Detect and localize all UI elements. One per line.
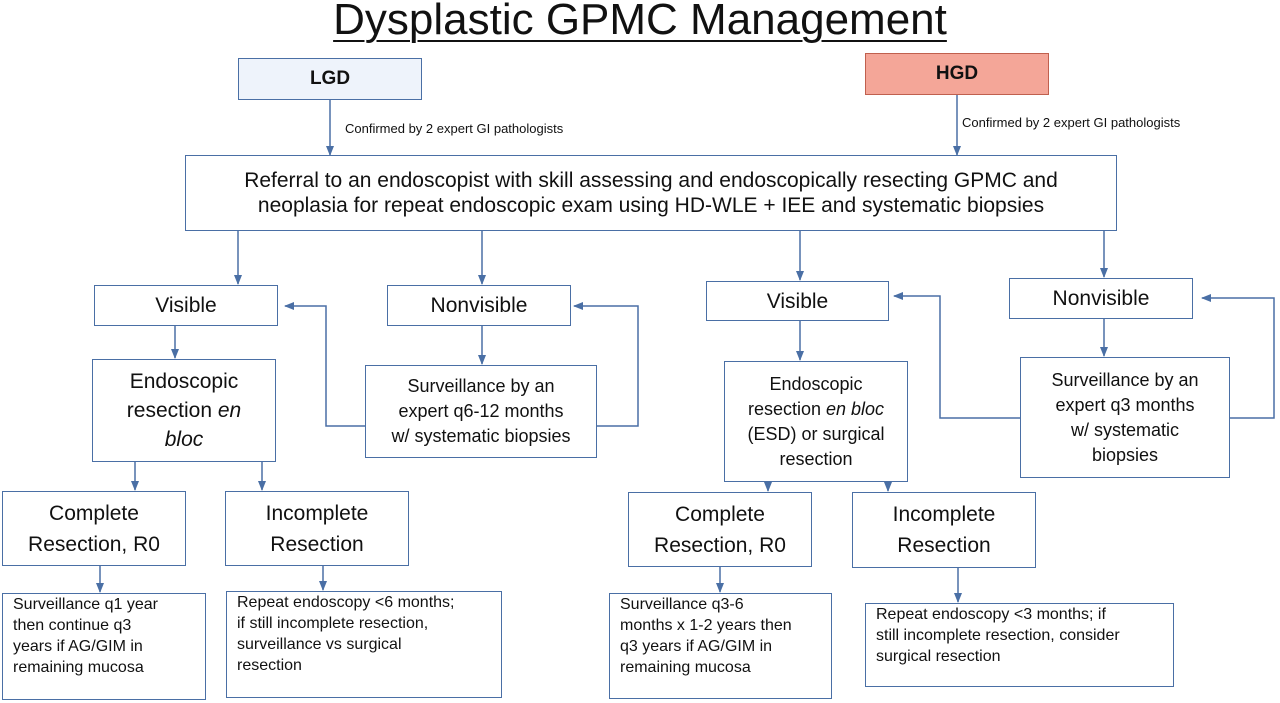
hgd-surveillance-box: Surveillance by an expert q3 months w/ s… <box>1020 357 1230 478</box>
lgd-nonvisible-box: Nonvisible <box>387 285 571 326</box>
hgd-incomplete-box: Incomplete Resection <box>852 492 1036 568</box>
hgd-complete-line-1: Complete <box>675 502 765 526</box>
lgd-incomplete-plan-line-1: Repeat endoscopy <6 months; <box>237 594 455 611</box>
hgd-surveillance-line-4: biopsies <box>1091 444 1159 465</box>
lgd-surveillance-line-2: expert q6-12 months <box>398 401 564 421</box>
hgd-complete-plan-box: Surveillance q3-6 months x 1-2 years the… <box>609 593 832 699</box>
hgd-complete-plan-line-3: q3 years if AG/GIM in <box>620 638 773 655</box>
hgd-incomplete-line-1: Incomplete <box>892 503 996 526</box>
lgd-nonvisible-label: Nonvisible <box>430 294 528 317</box>
hgd-incomplete-line-2: Resection <box>897 534 991 557</box>
lgd-complete-line-2: Resection, R0 <box>28 532 160 556</box>
lgd-incomplete-plan-line-4: resection <box>237 657 302 674</box>
hgd-box: HGD <box>865 53 1049 95</box>
hgd-nonvisible-box: Nonvisible <box>1009 278 1193 319</box>
lgd-confirm-text: Confirmed by 2 expert GI pathologists <box>345 121 564 136</box>
hgd-resection-box: Endoscopic resection en bloc (ESD) or su… <box>724 361 908 482</box>
lgd-complete-plan-box: Surveillance q1 year then continue q3 ye… <box>2 593 206 700</box>
lgd-complete-plan-line-1: Surveillance q1 year <box>13 596 158 613</box>
lgd-complete-plan-line-3: years if AG/GIM in <box>13 638 143 655</box>
lgd-surveillance-box: Surveillance by an expert q6-12 months w… <box>365 365 597 458</box>
hgd-incomplete-plan-line-1: Repeat endoscopy <3 months; if <box>876 606 1106 623</box>
hgd-surveillance-line-1: Surveillance by an <box>1051 369 1199 390</box>
lgd-visible-box: Visible <box>94 285 278 326</box>
referral-box: Referral to an endoscopist with skill as… <box>185 155 1117 231</box>
hgd-complete-plan-line-2: months x 1-2 years then <box>620 617 792 634</box>
hgd-complete-plan-line-1: Surveillance q3-6 <box>620 596 744 613</box>
lgd-resection-line-2b: en <box>217 399 242 422</box>
hgd-label: HGD <box>935 63 979 84</box>
lgd-box: LGD <box>238 58 422 100</box>
hgd-resection-line-4: resection <box>779 448 853 469</box>
lgd-surveillance-line-3: w/ systematic biopsies <box>391 426 571 446</box>
lgd-complete-box: Complete Resection, R0 <box>2 491 186 566</box>
hgd-incomplete-plan-line-3: surgical resection <box>876 648 1001 665</box>
lgd-complete-plan-line-2: then continue q3 <box>13 617 132 634</box>
lgd-incomplete-line-2: Resection <box>270 532 364 556</box>
lgd-incomplete-plan-box: Repeat endoscopy <6 months; if still inc… <box>226 591 502 698</box>
hgd-nonvisible-label: Nonvisible <box>1052 287 1150 310</box>
hgd-confirm-text: Confirmed by 2 expert GI pathologists <box>962 115 1181 130</box>
hgd-incomplete-plan-line-2: still incomplete resection, consider <box>876 627 1120 644</box>
lgd-resection-line-1: Endoscopic <box>129 370 239 393</box>
lgd-resection-box: Endoscopic resection en bloc <box>92 359 276 462</box>
diagram-title: Dysplastic GPMC Management <box>333 0 947 44</box>
referral-line-2: neoplasia for repeat endoscopic exam usi… <box>257 194 1045 217</box>
hgd-complete-box: Complete Resection, R0 <box>628 492 812 567</box>
lgd-resection-line-2a: resection <box>126 399 218 422</box>
hgd-resection-line-2b: en bloc <box>826 398 885 419</box>
hgd-visible-box: Visible <box>706 281 889 321</box>
lgd-resection-line-3: bloc <box>164 428 204 451</box>
lgd-surveillance-line-1: Surveillance by an <box>407 376 555 396</box>
hgd-visible-label: Visible <box>766 289 829 313</box>
hgd-incomplete-plan-box: Repeat endoscopy <3 months; if still inc… <box>865 603 1174 687</box>
lgd-complete-line-1: Complete <box>49 501 139 525</box>
hgd-surveillance-line-2: expert q3 months <box>1055 394 1195 415</box>
hgd-complete-plan-line-4: remaining mucosa <box>620 659 751 676</box>
lgd-incomplete-box: Incomplete Resection <box>225 491 409 566</box>
lgd-incomplete-plan-line-3: surveillance vs surgical <box>237 636 402 653</box>
lgd-label: LGD <box>309 68 351 89</box>
lgd-visible-label: Visible <box>155 294 217 317</box>
lgd-complete-plan-line-4: remaining mucosa <box>13 659 144 676</box>
hgd-resection-line-1: Endoscopic <box>769 373 863 394</box>
lgd-incomplete-plan-line-2: if still incomplete resection, <box>237 615 429 632</box>
hgd-resection-line-3: (ESD) or surgical <box>747 423 885 444</box>
hgd-surveillance-line-3: w/ systematic <box>1070 419 1180 440</box>
hgd-complete-line-2: Resection, R0 <box>654 533 786 557</box>
lgd-incomplete-line-1: Incomplete <box>265 501 369 525</box>
referral-line-1: Referral to an endoscopist with skill as… <box>244 169 1058 192</box>
hgd-resection-line-2a: resection <box>747 398 826 419</box>
